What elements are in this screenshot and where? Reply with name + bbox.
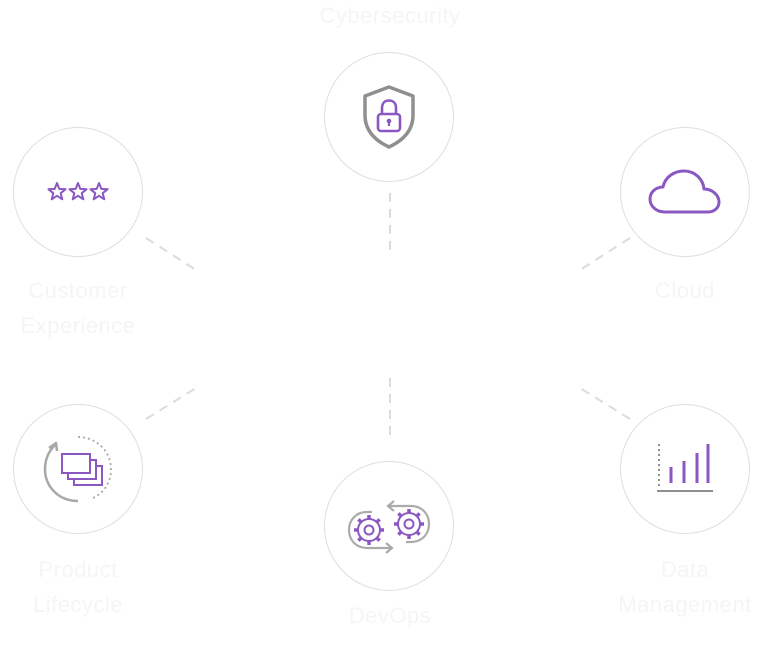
cybersecurity-node[interactable] (324, 52, 454, 182)
connector-upper-right (579, 237, 631, 271)
customer-experience-node[interactable] (13, 127, 143, 257)
stacked-windows-cycle-icon (43, 436, 112, 503)
connector-lower-right (579, 387, 631, 420)
product-lifecycle-label: Product Lifecycle (0, 552, 178, 622)
data-management-label-line2: Management (618, 592, 752, 617)
cybersecurity-label: Cybersecurity (319, 3, 461, 28)
devops-label: DevOps (348, 603, 432, 628)
product-lifecycle-label-line2: Lifecycle (32, 592, 124, 617)
cloud-icon (648, 169, 721, 214)
shield-lock-icon (363, 85, 415, 149)
product-lifecycle-node[interactable] (13, 404, 143, 534)
customer-experience-label-line1: Customer (28, 278, 128, 303)
customer-experience-label: Customer Experience (0, 273, 178, 343)
connector-upper-left (145, 237, 197, 271)
connector-lower-left (145, 387, 197, 420)
data-management-label-line1: Data (660, 557, 710, 582)
devops-node[interactable] (324, 461, 454, 591)
bar-chart-icon (657, 444, 713, 492)
three-stars-icon (47, 182, 109, 201)
gears-cycle-icon (347, 500, 431, 554)
cloud-node[interactable] (620, 127, 750, 257)
product-lifecycle-label-line1: Product (38, 557, 118, 582)
data-management-label: Data Management (585, 552, 768, 622)
customer-experience-label-line2: Experience (20, 313, 136, 338)
data-management-node[interactable] (620, 404, 750, 534)
cloud-label: Cloud (655, 278, 715, 303)
